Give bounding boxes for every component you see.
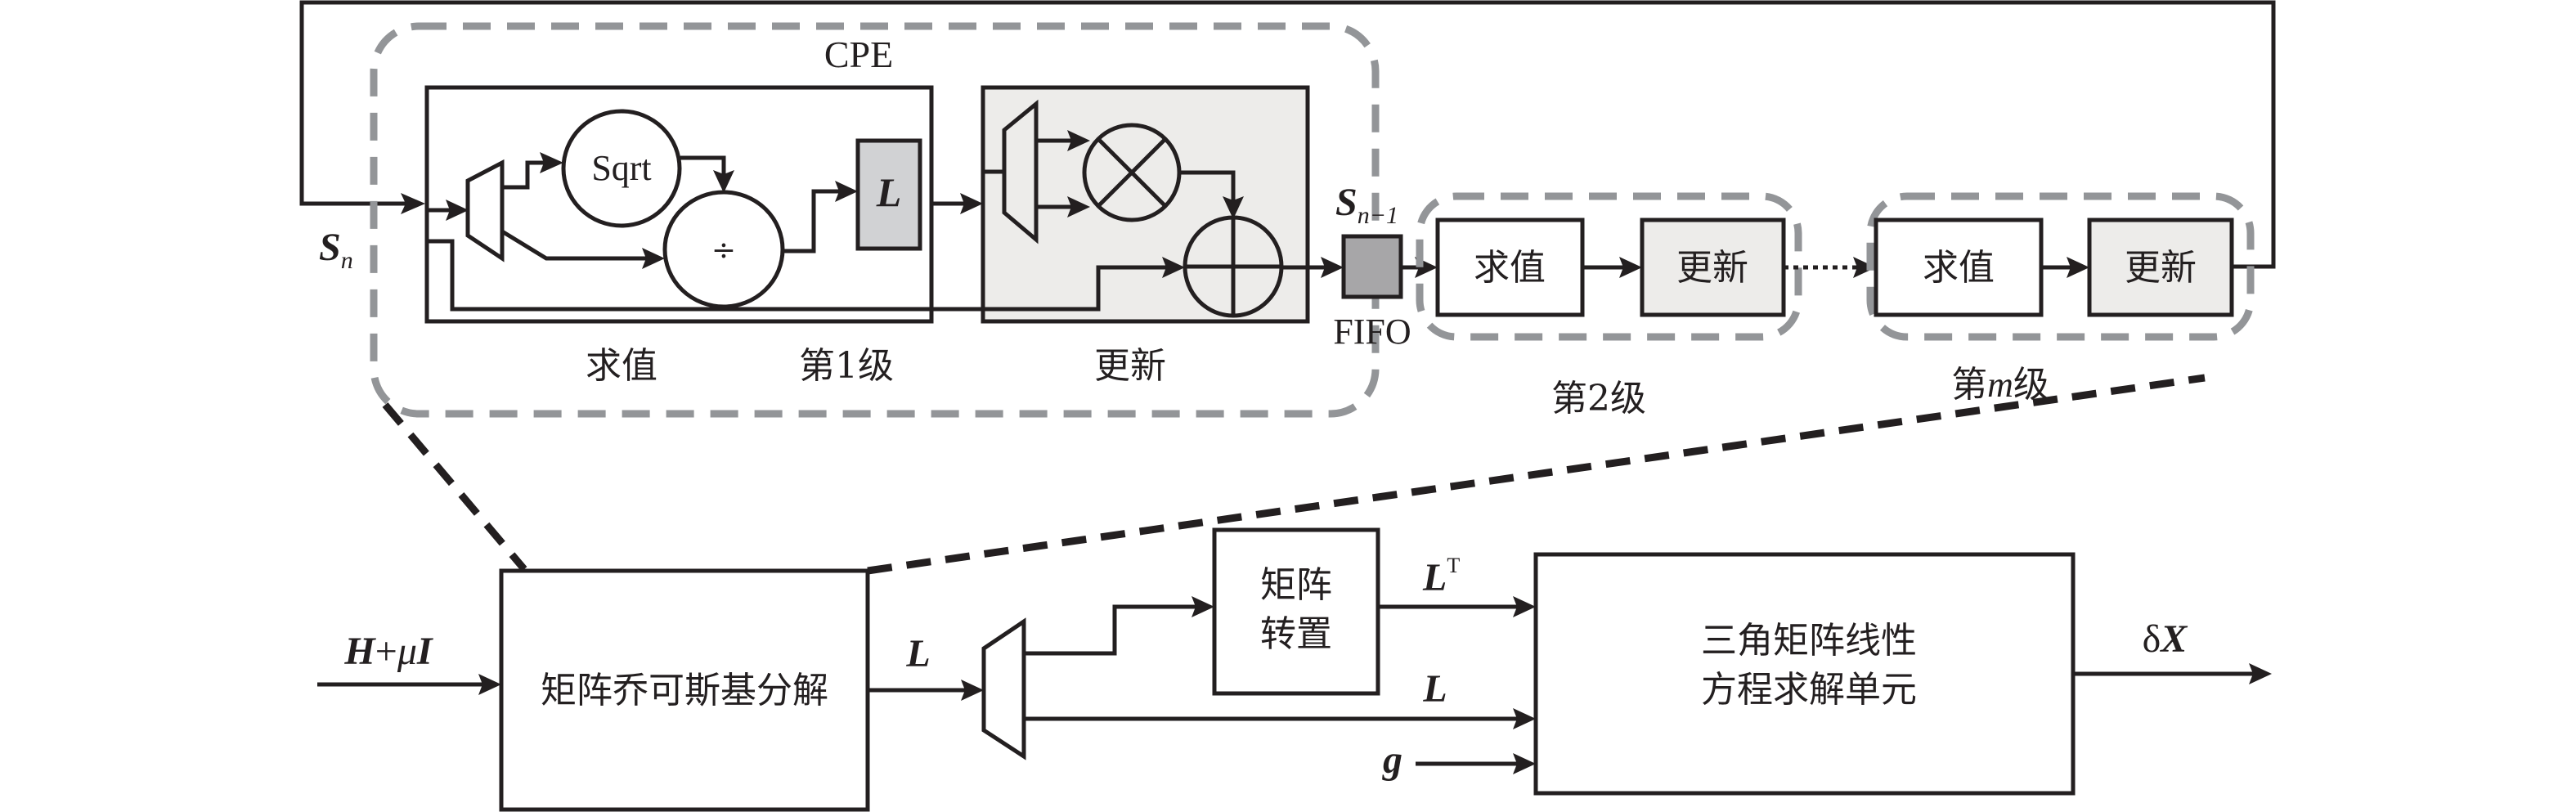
arrowhead <box>540 152 563 173</box>
multiplier-unit <box>1082 123 1182 222</box>
arrowhead <box>1513 753 1536 774</box>
stagem-update-box <box>2087 218 2234 317</box>
input-label-sn: Sn <box>319 226 353 274</box>
wire <box>500 229 651 261</box>
bypass-wire <box>427 239 1171 312</box>
demux-bottom <box>981 617 1026 760</box>
arrowhead <box>1321 257 1344 278</box>
stagem-label: 第m级 <box>1951 364 2049 406</box>
zoom-connector-right <box>867 374 2206 575</box>
adder-unit <box>1183 215 1284 318</box>
stage1-compute-label: 求值 <box>586 345 657 387</box>
sqrt-unit <box>561 109 682 228</box>
cpe-label: CPE <box>824 34 893 75</box>
arrowhead <box>446 200 469 221</box>
arrowhead <box>2249 663 2272 684</box>
demux-update <box>1002 99 1039 244</box>
stage2-group <box>1416 192 1802 341</box>
wire <box>502 160 550 190</box>
direct-l-label: L <box>1422 667 1447 711</box>
g-label: g <box>1382 738 1402 782</box>
arrowhead <box>1067 196 1090 218</box>
arrowhead <box>713 170 734 193</box>
stagem-group <box>1866 192 2255 341</box>
transpose-output-label: LT <box>1422 554 1460 599</box>
l-register <box>855 138 922 251</box>
fifo-buffer <box>1341 234 1403 299</box>
arrowhead <box>1513 708 1536 729</box>
demux-stage1 <box>465 159 505 262</box>
stage2-update-label: 更新 <box>1676 247 1748 289</box>
cholesky-decomposition-box <box>499 568 870 812</box>
fifo-output-label: Sn−1 <box>1335 181 1398 229</box>
arrowhead <box>1513 596 1536 617</box>
solver-label-line2: 方程求解单元 <box>1701 669 1917 711</box>
zoom-connector-left <box>382 402 527 572</box>
divide-symbol: ÷ <box>711 234 736 267</box>
output-label-delta-x: δX <box>2143 617 2188 661</box>
stage2-compute-label: 求值 <box>1474 247 1546 289</box>
arrowhead <box>961 680 984 701</box>
wire <box>1024 604 1200 656</box>
cholesky-output-label: L <box>905 632 930 675</box>
arrowhead <box>1162 257 1185 278</box>
sqrt-label: Sqrt <box>591 148 651 188</box>
input-label-h-mu-i: H+μI <box>343 630 434 673</box>
cpe-group <box>370 22 1380 418</box>
arrowhead <box>1192 596 1214 617</box>
transpose-box <box>1212 527 1380 696</box>
stage1-update-label: 更新 <box>1094 345 1166 387</box>
transpose-label-line2: 转置 <box>1260 613 1332 655</box>
feedback-line <box>299 0 2276 269</box>
stagem-update-label: 更新 <box>2125 247 2197 289</box>
solver-label-line1: 三角矩阵线性 <box>1701 620 1917 662</box>
wire <box>783 189 844 253</box>
arrowhead <box>478 674 501 695</box>
arrowhead <box>1067 130 1090 151</box>
wire <box>680 155 726 180</box>
arrowhead <box>642 248 665 269</box>
triangular-solver-box <box>1533 552 2076 796</box>
stagem-compute-label: 求值 <box>1923 247 1995 289</box>
arrowhead <box>1223 196 1244 219</box>
stage2-update-box <box>1640 218 1786 317</box>
arrowhead <box>1853 257 1876 278</box>
arrowhead <box>401 193 425 214</box>
stage1-label: 第1级 <box>799 345 894 387</box>
arrowhead <box>1619 257 1642 278</box>
cholesky-label: 矩阵乔可斯基分解 <box>541 670 828 711</box>
l-register-label: L <box>876 169 902 215</box>
arrowhead <box>2067 257 2089 278</box>
wire <box>1179 170 1236 206</box>
arrowhead <box>960 193 983 214</box>
fifo-label: FIFO <box>1333 312 1411 352</box>
stage2-label: 第2级 <box>1551 378 1646 419</box>
arrowhead <box>835 181 858 202</box>
transpose-label-line1: 矩阵 <box>1260 564 1332 606</box>
